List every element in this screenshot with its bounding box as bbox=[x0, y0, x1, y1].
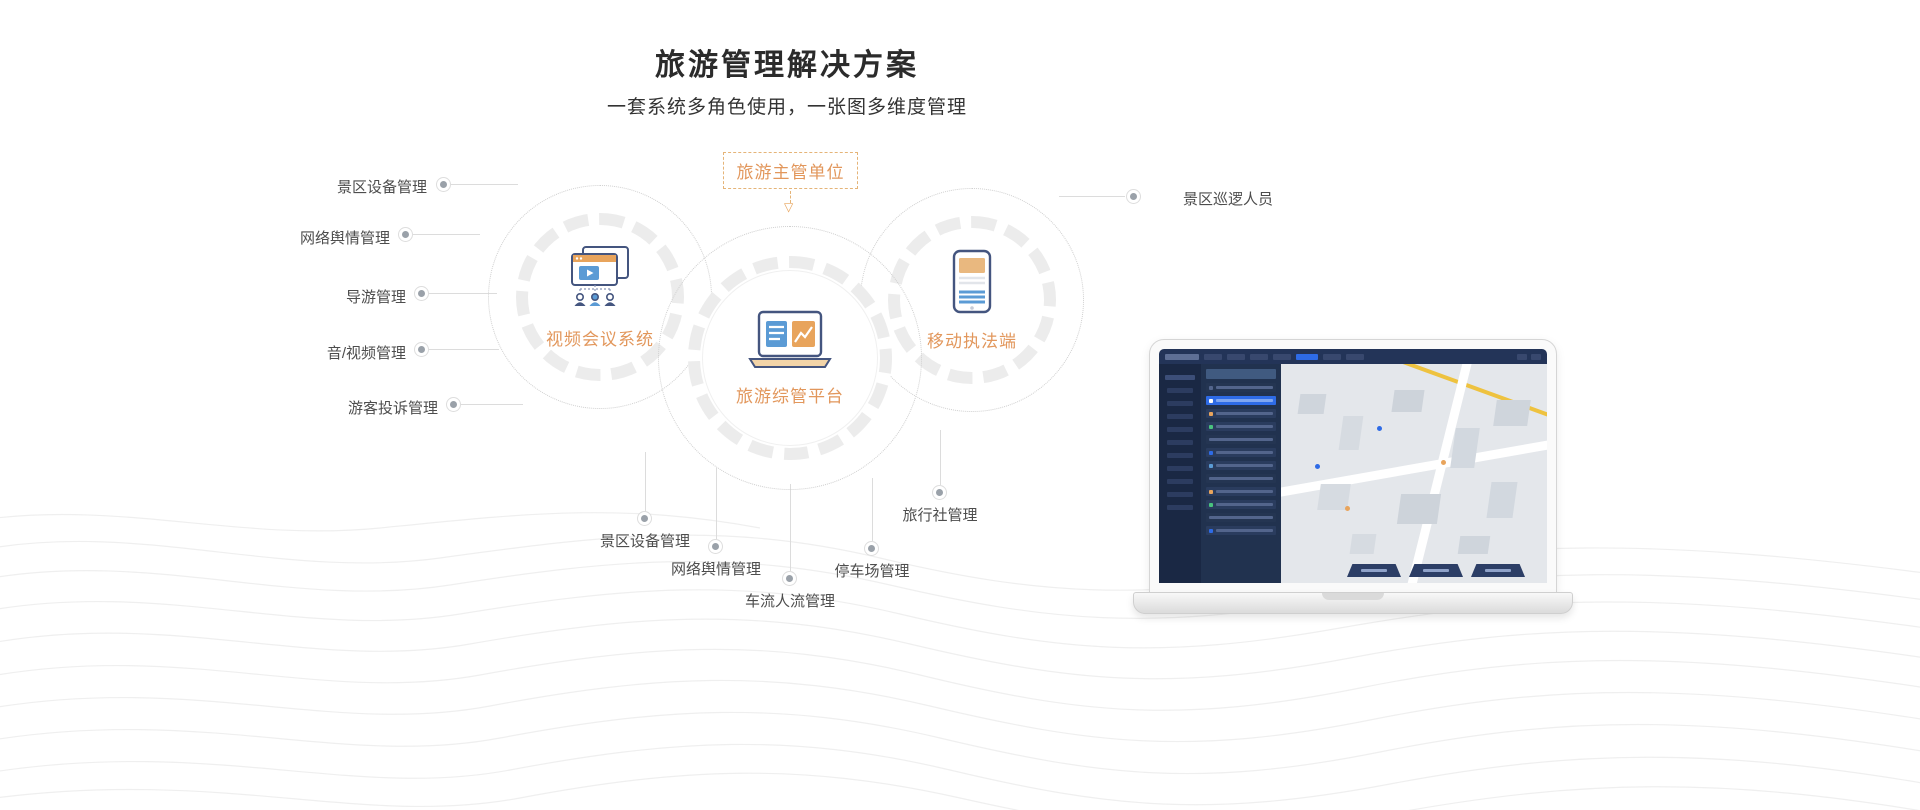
left-label-complaint: 游客投诉管理 bbox=[347, 400, 438, 417]
map-marker bbox=[1441, 460, 1446, 465]
dashboard-laptop-mockup bbox=[1133, 339, 1573, 614]
page-subtitle: 一套系统多角色使用，一张图多维度管理 bbox=[606, 97, 967, 118]
map-marker bbox=[1315, 464, 1320, 469]
connector-line bbox=[461, 404, 523, 405]
connector-dot bbox=[418, 290, 425, 297]
node-outer-dotted-circle bbox=[658, 226, 922, 490]
connector-line bbox=[451, 184, 518, 185]
bottom-label-device: 景区设备管理 bbox=[599, 533, 691, 550]
dashboard-logo bbox=[1165, 353, 1199, 360]
video-conference-icon bbox=[571, 245, 629, 306]
connector-dot bbox=[402, 231, 409, 238]
page-title: 旅游管理解决方案 bbox=[655, 49, 919, 82]
connector-dot bbox=[868, 545, 875, 552]
map-button bbox=[1471, 564, 1525, 577]
laptop-screen bbox=[1149, 339, 1557, 593]
dashboard-map bbox=[1281, 364, 1547, 583]
connector-line bbox=[413, 234, 480, 235]
connector-line bbox=[940, 430, 941, 485]
authority-connector-line bbox=[790, 191, 791, 203]
connector-dot bbox=[418, 346, 425, 353]
connector-line bbox=[790, 484, 791, 571]
platform-laptop-icon bbox=[748, 310, 832, 368]
dashboard-top-nav bbox=[1159, 349, 1547, 364]
connector-dot bbox=[786, 575, 793, 582]
bottom-label-parking: 停车场管理 bbox=[834, 563, 910, 580]
dashboard-panel bbox=[1201, 364, 1281, 583]
left-label-opinion: 网络舆情管理 bbox=[299, 230, 390, 247]
left-label-guide: 导游管理 bbox=[345, 289, 406, 306]
connector-dot bbox=[641, 515, 648, 522]
node-label-platform: 旅游综管平台 bbox=[736, 386, 844, 406]
node-label-mobile: 移动执法端 bbox=[927, 331, 1017, 351]
connector-line bbox=[872, 478, 873, 541]
bottom-label-opinion: 网络舆情管理 bbox=[670, 561, 762, 578]
laptop-notch bbox=[1322, 593, 1384, 600]
dashboard-sidebar bbox=[1159, 364, 1201, 583]
left-label-av: 音/视频管理 bbox=[326, 345, 406, 362]
connector-dot bbox=[450, 401, 457, 408]
node-video-conference: 视频会议系统 bbox=[488, 185, 712, 409]
arrow-down-icon: ▽ bbox=[784, 200, 794, 214]
connector-line bbox=[645, 452, 646, 512]
connector-dot bbox=[1130, 193, 1137, 200]
connector-line bbox=[429, 293, 497, 294]
connector-line bbox=[1059, 196, 1125, 197]
connector-dot bbox=[936, 489, 943, 496]
connector-line bbox=[716, 468, 717, 539]
bottom-label-agency: 旅行社管理 bbox=[902, 507, 978, 524]
connector-dot bbox=[712, 543, 719, 550]
map-button bbox=[1347, 564, 1401, 577]
laptop-base bbox=[1133, 592, 1573, 614]
node-label-video: 视频会议系统 bbox=[546, 329, 654, 349]
connector-dot bbox=[440, 181, 447, 188]
right-label-patrol: 景区巡逻人员 bbox=[1183, 191, 1274, 208]
authority-box: 旅游主管单位 bbox=[723, 152, 858, 189]
connector-line bbox=[429, 349, 499, 350]
node-platform: 旅游综管平台 bbox=[658, 226, 922, 490]
background-waves bbox=[0, 512, 1920, 810]
map-button bbox=[1409, 564, 1463, 577]
node-inner-circle bbox=[702, 270, 878, 446]
map-marker bbox=[1345, 506, 1350, 511]
map-marker bbox=[1377, 426, 1382, 431]
mobile-phone-icon bbox=[952, 249, 992, 313]
dashboard-active-tab bbox=[1296, 353, 1318, 360]
left-label-device: 景区设备管理 bbox=[336, 179, 427, 196]
bottom-label-flow: 车流人流管理 bbox=[744, 593, 836, 610]
